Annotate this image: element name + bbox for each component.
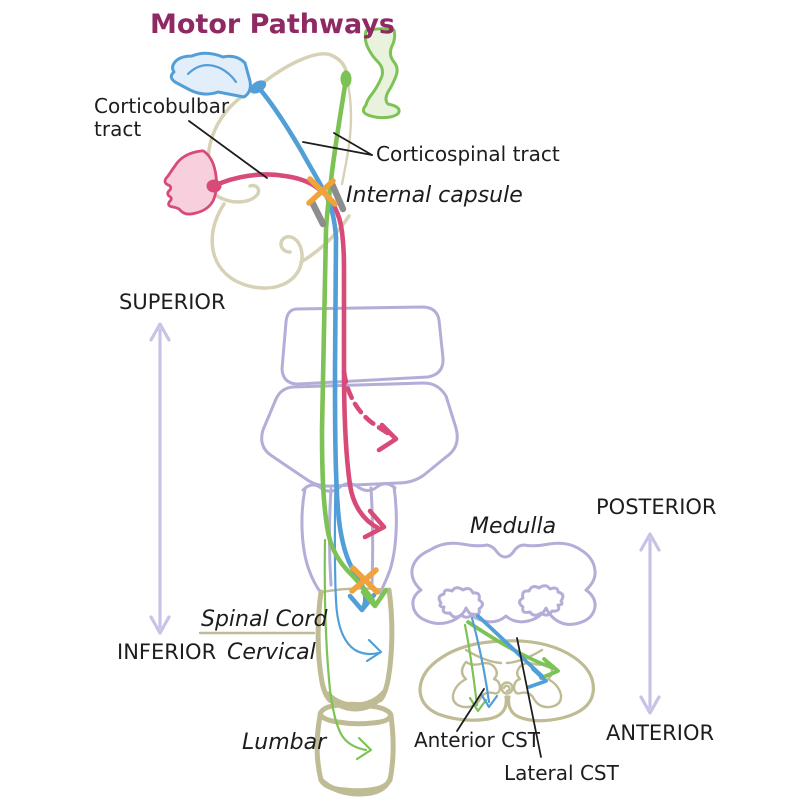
posterior-anterior-arrow <box>639 532 661 715</box>
anterior-cst-section-arrowhead-blue <box>479 692 499 709</box>
midbrain-outline <box>280 305 445 386</box>
temporal-lobe-loop <box>210 202 304 290</box>
corticobulbar-pons-arrowhead <box>376 422 399 453</box>
anterior-label: ANTERIOR <box>606 721 714 745</box>
leg-icon <box>361 27 401 120</box>
lateral-cst-pointer-line <box>516 637 542 758</box>
corticospinal-pointer-line-blue <box>302 141 373 156</box>
lateral-cst-decussation-arrowhead-green <box>360 587 389 609</box>
corticobulbar-pointer-line <box>188 120 268 179</box>
gray-matter-left <box>451 660 502 709</box>
anterior-cst-section-path-blue <box>470 616 491 704</box>
corticobulbar-label-line1: Corticobulbar <box>94 94 230 118</box>
central-canal-coil <box>502 684 511 693</box>
lateral-cst-section-arrowhead-green <box>539 657 560 680</box>
cortex-arc <box>206 52 349 180</box>
internal-capsule-marker <box>306 176 347 228</box>
spinal-cord-label: Spinal Cord <box>201 607 328 632</box>
lumbar-label: Lumbar <box>242 730 328 755</box>
anterior-cst-section-path-green <box>463 623 479 707</box>
corticobulbar-tract-path <box>206 172 399 540</box>
medulla-right-edge <box>378 485 398 595</box>
lateral-cst-label: Lateral CST <box>504 761 620 785</box>
inferior-olive-right <box>518 584 565 617</box>
internal-capsule-slash-right <box>328 180 347 213</box>
anterior-arrowhead <box>639 695 661 715</box>
superior-label: SUPERIOR <box>119 290 226 314</box>
face-icon <box>163 149 218 216</box>
cross-section-arrows <box>463 614 560 713</box>
corticospinal-pointer-line-green <box>333 132 373 156</box>
medulla-section-outline <box>410 541 597 626</box>
medulla-left-edge <box>300 487 323 595</box>
pons-outline <box>260 381 459 488</box>
pyramidal-decussation-marker <box>349 565 380 595</box>
corticobulbar-label-line2: tract <box>94 117 141 141</box>
lumbar-cord-outline <box>314 701 396 797</box>
superior-inferior-arrow <box>149 322 171 635</box>
leg-fiber-cord-path <box>323 538 368 752</box>
medulla-label: Medulla <box>470 514 556 539</box>
inferior-label: INFERIOR <box>117 640 216 664</box>
decussation-x-icon <box>349 565 380 595</box>
corticospinal-leg-path <box>319 70 389 761</box>
anterior-cst-cord-path-blue <box>333 453 380 656</box>
internal-capsule-slash-left <box>308 198 327 228</box>
lateral-cst-section-path-blue <box>476 614 544 678</box>
anterior-cst-cord-arrowhead-blue <box>365 638 383 663</box>
internal-capsule-x-icon <box>306 176 338 207</box>
inferior-arrowhead <box>149 615 171 635</box>
pointer-lines <box>188 120 542 758</box>
page-title: Motor Pathways <box>150 9 395 40</box>
inferior-olive-left <box>437 586 484 619</box>
internal-capsule-label: Internal capsule <box>346 183 523 208</box>
cervical-label: Cervical <box>227 640 316 665</box>
central-canal <box>500 681 514 695</box>
posterior-label: POSTERIOR <box>596 495 717 519</box>
lumbar-bottom-rim <box>318 776 393 797</box>
cortex-arc-posterior <box>340 77 353 186</box>
posterior-arrowhead <box>639 532 661 552</box>
corticospinal-label: Corticospinal tract <box>376 142 560 166</box>
spinal-section-outline <box>418 639 595 723</box>
spinal-cord-cross-section <box>418 639 595 723</box>
arm-icon <box>169 51 252 99</box>
leg-fiber-lumbar-arrowhead <box>355 736 373 761</box>
lateral-cst-section-arrowhead-blue <box>527 667 548 689</box>
superior-arrowhead <box>149 322 171 342</box>
medulla-cross-section <box>410 541 597 626</box>
anterior-cst-pointer-line <box>456 688 485 732</box>
anterior-cst-label: Anterior CST <box>414 728 541 752</box>
arm-muscle-line <box>186 63 238 84</box>
anterior-cst-section-arrowhead-green <box>468 696 488 713</box>
corticobulbar-medulla-arrowhead <box>362 508 387 540</box>
